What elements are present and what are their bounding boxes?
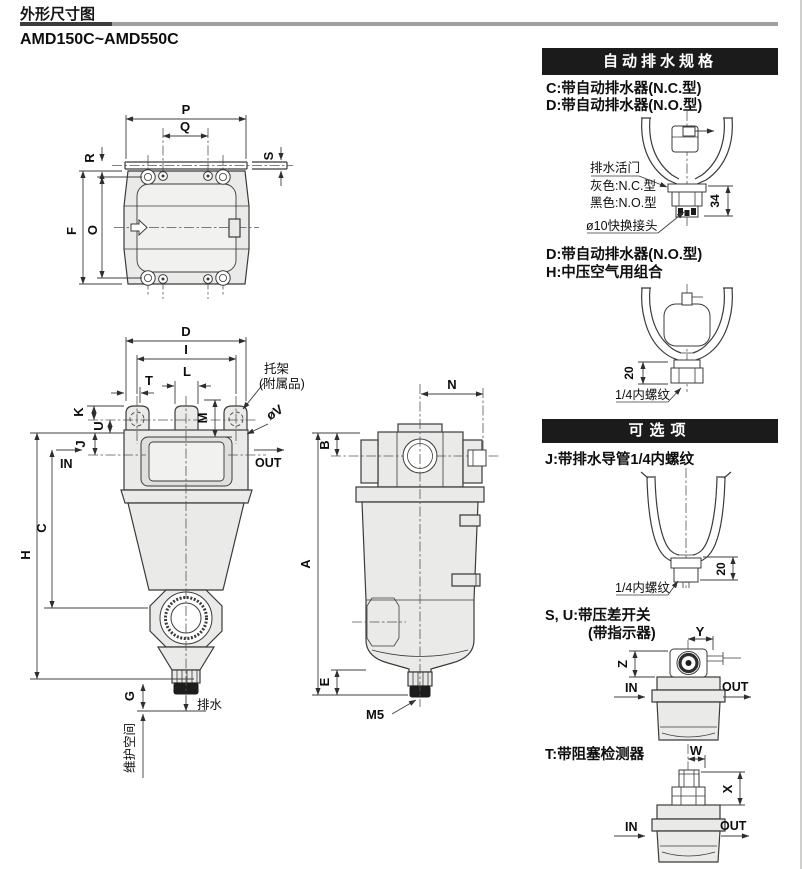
dim-label-20: 20 <box>714 562 728 576</box>
dim-label-r: R <box>82 153 97 163</box>
dim-label-k: K <box>71 407 86 417</box>
page-edge-line <box>800 0 802 869</box>
nc-type-line: C:带自动排水器(N.C.型) <box>546 81 702 97</box>
dim-label-c: C <box>34 523 49 533</box>
dim-label-w: W <box>690 743 703 758</box>
dim-label-s: S <box>261 151 276 160</box>
title-underline-gray <box>112 22 778 26</box>
thread-label: 1/4内螺纹 <box>615 581 670 595</box>
dim-label-o: O <box>85 225 100 235</box>
auto-drain-spec-header: 自动排水规格 <box>542 48 778 75</box>
no-type-line-2: D:带自动排水器(N.O.型) <box>546 247 703 263</box>
flow-arrow-icon <box>130 218 148 237</box>
dim-label-q: Q <box>180 119 190 134</box>
panel-fig-auto-drain-nc: 排水活门 灰色:N.C.型 黑色:N.O.型 ø10快换接头 34 <box>586 111 733 234</box>
dim-label-i: I <box>184 342 188 357</box>
dim-label-h: H <box>18 550 33 559</box>
page-title: 外形尺寸图 <box>20 6 96 23</box>
clog-detector-line: T:带阻塞检测器 <box>545 747 645 763</box>
front-view: D I T L M K U J C H G øV IN OUT 托架 (附属品)… <box>18 324 305 778</box>
gray-nc-label: 灰色:N.C.型 <box>590 178 656 193</box>
dim-label-m: M <box>195 413 210 424</box>
bracket-hole <box>228 411 244 427</box>
dim-label-b: B <box>317 440 332 449</box>
mounting-plate <box>124 161 288 170</box>
options-header: 可选项 <box>542 419 778 443</box>
dim-label-d: D <box>181 324 190 339</box>
out-label: OUT <box>720 819 747 833</box>
panel-fig-pressure-switch: Y Z IN OUT <box>614 624 752 741</box>
dim-label-x: X <box>720 784 735 793</box>
dim-label-z: Z <box>615 660 630 668</box>
dim-label-e: E <box>317 677 332 686</box>
maintenance-space-label: 维护空间 <box>123 723 137 773</box>
top-view: P Q R S F O <box>64 102 293 299</box>
drain-label: 排水 <box>197 698 223 712</box>
dim-label-v: øV <box>263 401 285 423</box>
dim-label-t: T <box>145 373 153 388</box>
black-no-label: 黑色:N.O.型 <box>590 195 657 210</box>
detector-cap <box>678 769 700 788</box>
quick-fitting-label: ø10快换接头 <box>586 218 658 233</box>
drain-guide-line: J:带排水导管1/4内螺纹 <box>545 452 695 468</box>
indicator-window <box>678 652 699 674</box>
dim-label-g: G <box>122 691 137 701</box>
out-label: OUT <box>255 456 282 470</box>
dim-label-20: 20 <box>622 366 636 380</box>
panel-fig-drain-guide: 1/4内螺纹 20 <box>615 468 738 596</box>
panel-fig-clog-detector: W X IN OUT <box>614 743 750 863</box>
bracket-hole <box>129 411 145 427</box>
dim-label-j: J <box>73 440 88 447</box>
thread-label: 1/4内螺纹 <box>615 388 670 402</box>
in-label: IN <box>625 681 638 695</box>
dim-label-a: A <box>298 559 313 569</box>
dim-label-34: 34 <box>708 194 722 208</box>
side-view: N B A E M5 <box>298 377 500 722</box>
dim-label-p: P <box>182 102 191 117</box>
dim-label-m5: M5 <box>366 707 384 722</box>
title-underline-dark <box>20 22 112 26</box>
model-range: AMD150C~AMD550C <box>20 31 179 48</box>
pressure-switch-line-2: (带指示器) <box>588 626 656 642</box>
bracket-accessory-label: (附属品) <box>259 377 305 391</box>
out-label: OUT <box>722 680 749 694</box>
mid-pressure-line: H:中压空气用组合 <box>546 265 663 281</box>
bracket-label: 托架 <box>264 362 289 376</box>
dim-label-f: F <box>64 227 79 235</box>
dim-label-u: U <box>91 421 106 430</box>
dim-label-n: N <box>447 377 456 392</box>
in-label: IN <box>625 820 638 834</box>
panel-fig-auto-drain-no: 20 1/4内螺纹 <box>615 284 733 403</box>
dim-label-y: Y <box>696 624 705 639</box>
pressure-switch-line-1: S, U:带压差开关 <box>545 608 651 624</box>
dim-label-l: L <box>183 364 191 379</box>
drain-valve-label: 排水活门 <box>590 160 640 175</box>
no-type-line: D:带自动排水器(N.O.型) <box>546 98 703 114</box>
in-label: IN <box>60 457 73 471</box>
